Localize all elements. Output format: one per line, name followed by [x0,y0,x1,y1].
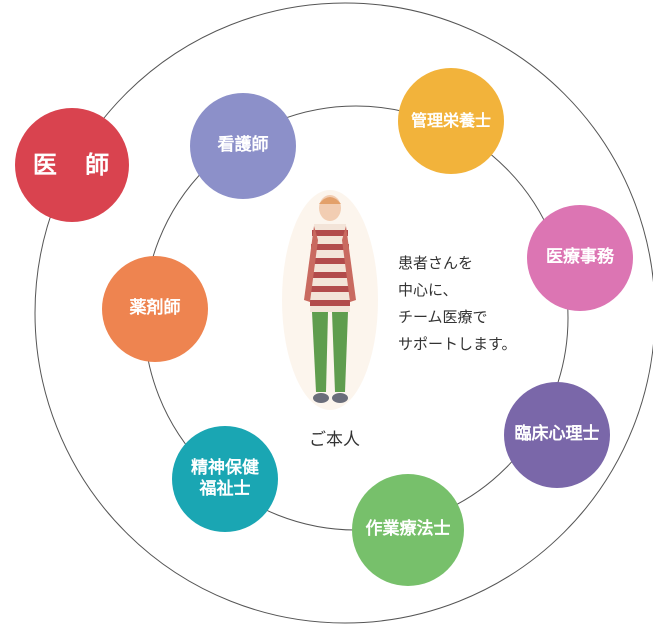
pharmacist-node: 薬剤師 [102,256,208,362]
mhsw-label-line: 福祉士 [199,479,251,499]
dietitian-node: 管理栄養士 [398,68,504,174]
doctor-label: 医 師 [32,151,120,179]
center-message-line: 中心に、 [398,281,458,299]
occupational-therapist-node: 作業療法士 [352,474,464,586]
center-message-line: サポートします。 [398,335,517,353]
center-message: 患者さんを 中心に、 チーム医療で サポートします。 [398,250,558,358]
occupational-therapist-label: 作業療法士 [365,519,451,540]
outer-ring [34,2,653,624]
patient-label: ご本人 [309,430,360,450]
center-message-line: 患者さんを [398,254,474,272]
medical-clerk-label: 医療事務 [546,247,614,268]
center-message-line: チーム医療で [398,308,488,326]
pharmacist-label: 薬剤師 [129,298,181,319]
medical-clerk-node: 医療事務 [527,205,633,311]
nurse-node: 看護師 [190,93,296,199]
patient-illustration [282,190,378,410]
dietitian-label: 管理栄養士 [410,111,491,130]
nurse-label: 看護師 [217,135,269,156]
clinical-psychologist-node: 臨床心理士 [504,382,610,488]
mhsw-label-line: 精神保健 [191,457,259,478]
doctor-node: 医 師 [15,108,129,222]
clinical-psychologist-label: 臨床心理士 [514,424,600,445]
mental-health-social-worker-node: 精神保健 福祉士 [172,426,278,532]
mental-health-social-worker-label: 精神保健 福祉士 [191,458,259,501]
